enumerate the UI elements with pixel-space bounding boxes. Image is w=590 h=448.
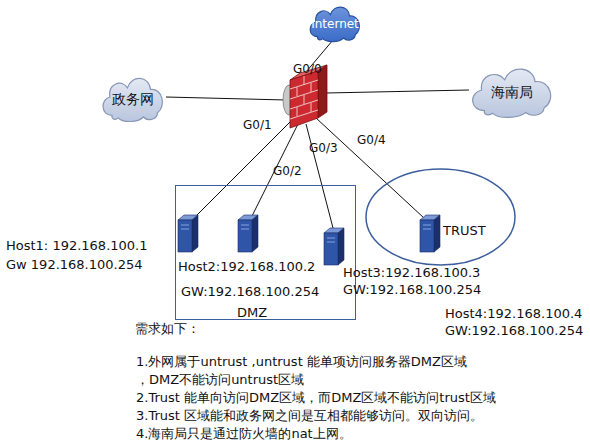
server-slot bbox=[327, 238, 335, 239]
port-label: G0/3 bbox=[309, 142, 338, 154]
brick-line bbox=[304, 95, 305, 104]
server-side bbox=[338, 228, 344, 265]
brick-line bbox=[297, 87, 298, 96]
node-label: DMZ bbox=[237, 306, 267, 319]
server-slot bbox=[423, 225, 431, 226]
wire bbox=[326, 90, 469, 93]
brick-line bbox=[311, 83, 312, 92]
firewall-wall bbox=[290, 71, 318, 128]
brick-line bbox=[297, 107, 298, 116]
server-front bbox=[238, 220, 252, 252]
requirement-item: 4.海南局只是通过防火墙的nat上网。 bbox=[136, 427, 352, 440]
server-host: Host1: 192.168.100.1Gw 192.168.100.254 bbox=[178, 214, 198, 252]
node-sublabel: GW:192.168.100.254 bbox=[343, 283, 481, 296]
server-side bbox=[434, 215, 440, 252]
server-host: Host4:192.168.100.4GW:192.168.100.254 bbox=[420, 214, 440, 252]
node-sublabel: GW:192.168.100.254 bbox=[445, 324, 583, 337]
node-label: Host1: 192.168.100.1 bbox=[6, 239, 148, 252]
server-slot bbox=[241, 229, 249, 230]
node-label: Host2:192.168.100.2 bbox=[178, 260, 315, 273]
node-label: Internet bbox=[306, 18, 364, 30]
requirement-item: 2.Trust 能单向访问DMZ区域，而DMZ区域不能访问trust区域 bbox=[136, 391, 496, 404]
server-host: Host2:192.168.100.2GW:192.168.100.254 bbox=[238, 214, 258, 252]
node-label: 海南局 bbox=[466, 85, 558, 99]
server-host-outline bbox=[420, 214, 440, 252]
trust-zone-outline bbox=[365, 168, 516, 266]
node-label: 政务网 bbox=[98, 92, 168, 106]
server-slot bbox=[327, 242, 335, 243]
requirements-heading: 需求如下： bbox=[135, 322, 200, 335]
requirement-item: 1.外网属于untrust ,untrust 能单项访问服务器DMZ区域 bbox=[136, 355, 467, 368]
server-slot bbox=[181, 229, 189, 230]
wire bbox=[166, 97, 286, 100]
brick-line bbox=[304, 76, 305, 85]
server-host-outline bbox=[178, 214, 198, 252]
brick-line bbox=[311, 103, 312, 112]
server-side bbox=[192, 215, 198, 252]
node-label: TRUST bbox=[443, 224, 486, 237]
server-front bbox=[178, 220, 192, 252]
brick-line bbox=[290, 110, 318, 119]
server-front bbox=[420, 220, 434, 252]
node-sublabel: GW:192.168.100.254 bbox=[181, 285, 319, 298]
zone-ellipse bbox=[366, 169, 515, 265]
network-cloud: 政务网 bbox=[98, 72, 168, 122]
firewall-bricks bbox=[290, 76, 318, 119]
dmz-zone: DMZ Host1: 192.168.100.1Gw 192.168.100.25… bbox=[175, 185, 356, 320]
port-label: G0/0 bbox=[293, 63, 322, 75]
server-host-outline bbox=[324, 227, 344, 265]
wire bbox=[316, 118, 424, 218]
node-label: Host4:192.168.100.4 bbox=[445, 307, 582, 320]
server-host-outline bbox=[238, 214, 258, 252]
port-label: G0/1 bbox=[243, 119, 272, 131]
server-host: Host3:192.168.100.3GW:192.168.100.254 bbox=[324, 227, 344, 265]
server-side bbox=[252, 215, 258, 252]
requirement-item: 3.Trust 区域能和政务网之间是互相都能够访问。双向访问。 bbox=[136, 409, 483, 422]
node-sublabel: Gw 192.168.100.254 bbox=[6, 258, 143, 271]
port-label: G0/2 bbox=[273, 165, 302, 177]
network-wires bbox=[166, 40, 469, 228]
wire bbox=[306, 124, 333, 228]
server-front bbox=[324, 233, 338, 265]
trust-zone: TRUSTHost4:192.168.100.4GW:192.168.100.2… bbox=[365, 168, 516, 266]
server-slot bbox=[241, 225, 249, 226]
network-cloud: 海南局 bbox=[466, 62, 558, 118]
server-slot bbox=[423, 229, 431, 230]
internet-cloud: Internet bbox=[306, 2, 364, 42]
port-label: G0/4 bbox=[357, 134, 386, 146]
node-label: Host3:192.168.100.3 bbox=[343, 266, 480, 279]
server-slot bbox=[181, 225, 189, 226]
requirement-item: ，DMZ不能访问untrust区域 bbox=[136, 373, 304, 386]
